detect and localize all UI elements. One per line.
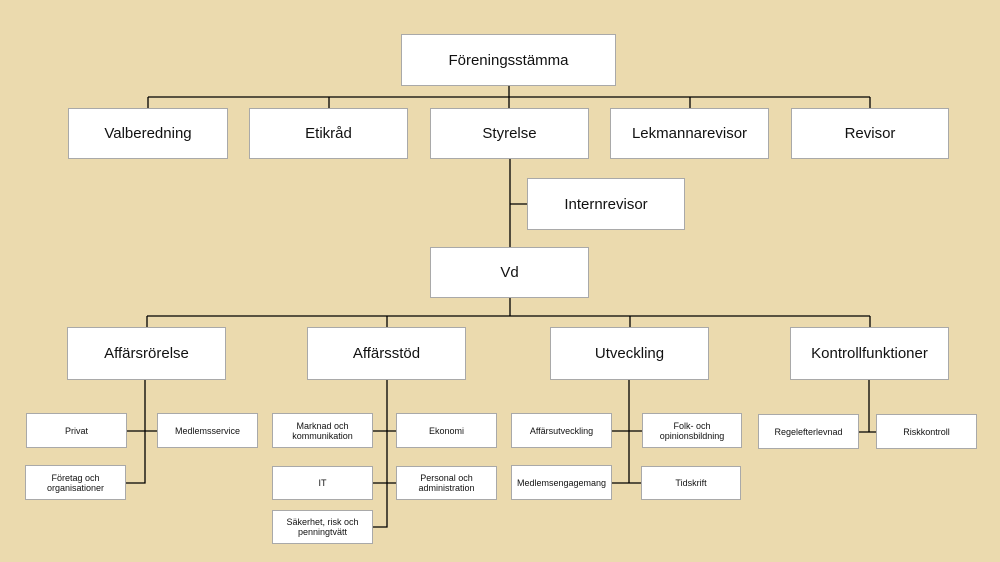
node-sakerhet-risk-penningtvatt: Säkerhet, risk och penningtvätt [272,510,373,544]
node-foretag-och-organisationer: Företag och organisationer [25,465,126,500]
node-utveckling: Utveckling [550,327,709,380]
node-valberedning: Valberedning [68,108,228,159]
node-affarsutveckling: Affärsutveckling [511,413,612,448]
node-etikrad: Etikråd [249,108,408,159]
node-regelefterlevnad: Regelefterlevnad [758,414,859,449]
node-affarsstod: Affärsstöd [307,327,466,380]
node-revisor: Revisor [791,108,949,159]
node-privat: Privat [26,413,127,448]
node-styrelse: Styrelse [430,108,589,159]
node-personal-och-administration: Personal och administration [396,466,497,500]
node-tidskrift: Tidskrift [641,466,741,500]
node-internrevisor: Internrevisor [527,178,685,230]
node-medlemsservice: Medlemsservice [157,413,258,448]
node-ekonomi: Ekonomi [396,413,497,448]
node-affarsrorelse: Affärsrörelse [67,327,226,380]
node-marknad-och-kommunikation: Marknad och kommunikation [272,413,373,448]
node-it: IT [272,466,373,500]
node-riskkontroll: Riskkontroll [876,414,977,449]
node-medlemsengagemang: Medlemsengagemang [511,465,612,500]
node-kontrollfunktioner: Kontrollfunktioner [790,327,949,380]
node-vd: Vd [430,247,589,298]
node-foreningsstamma: Föreningsstämma [401,34,616,86]
node-lekmannarevisor: Lekmannarevisor [610,108,769,159]
node-folk-och-opinionsbildning: Folk- och opinionsbildning [642,413,742,448]
